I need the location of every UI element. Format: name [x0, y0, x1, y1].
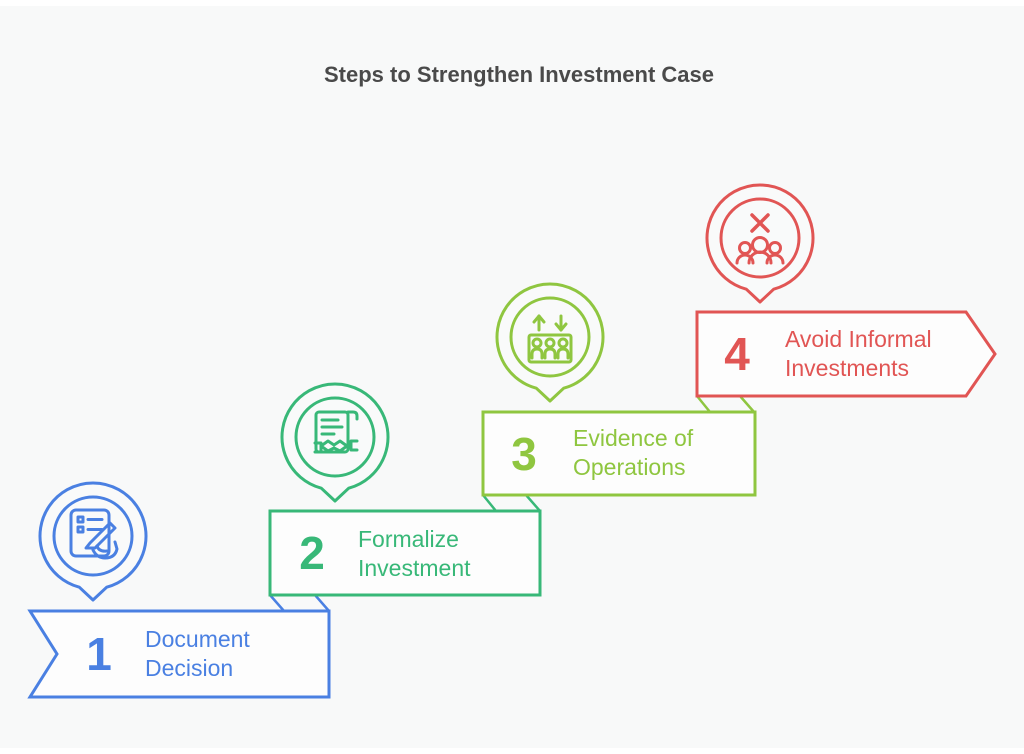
elevator-people-icon [527, 314, 573, 364]
step-4-number: 4 [724, 328, 750, 380]
step-3-label: Evidence of Operations [573, 425, 700, 480]
step-2-group: 2 Formalize Investment [268, 382, 542, 597]
step-1-box [27, 609, 331, 699]
step-3-balloon [495, 282, 605, 403]
step-3-group: 3 Evidence of Operations [481, 282, 757, 497]
fold-connector-step3-step4 [696, 395, 755, 413]
step-4-group: 4 Avoid Informal Investments [695, 183, 997, 398]
step-3-number: 3 [511, 428, 537, 480]
fold-connector-step2-step3 [482, 494, 541, 512]
step-4-balloon [705, 183, 815, 304]
step-1-number: 1 [86, 628, 112, 680]
fold-connector-step1-step2 [269, 594, 330, 612]
step-1-balloon-inner-circle [52, 495, 134, 577]
bottom-edge-strip [0, 748, 1024, 754]
diagram-title: Steps to Strengthen Investment Case [324, 62, 714, 87]
document-signature-icon [69, 508, 119, 560]
step-2-label: Formalize Investment [358, 526, 471, 581]
step-4-label: Avoid Informal Investments [785, 326, 938, 381]
step-4-box [695, 310, 997, 398]
step-2-balloon-inner-circle [294, 396, 376, 478]
step-2-box [268, 509, 542, 597]
top-edge-strip [0, 0, 1024, 6]
no-informal-investments-icon [735, 213, 785, 265]
step-1-group: 1 Document Decision [27, 481, 331, 699]
contract-handshake-icon [313, 410, 359, 454]
step-4-balloon-inner-circle [719, 197, 801, 279]
step-3-box [481, 410, 757, 497]
step-2-number: 2 [299, 527, 325, 579]
step-3-balloon-inner-circle [509, 296, 591, 378]
step-1-label: Document Decision [145, 626, 256, 681]
